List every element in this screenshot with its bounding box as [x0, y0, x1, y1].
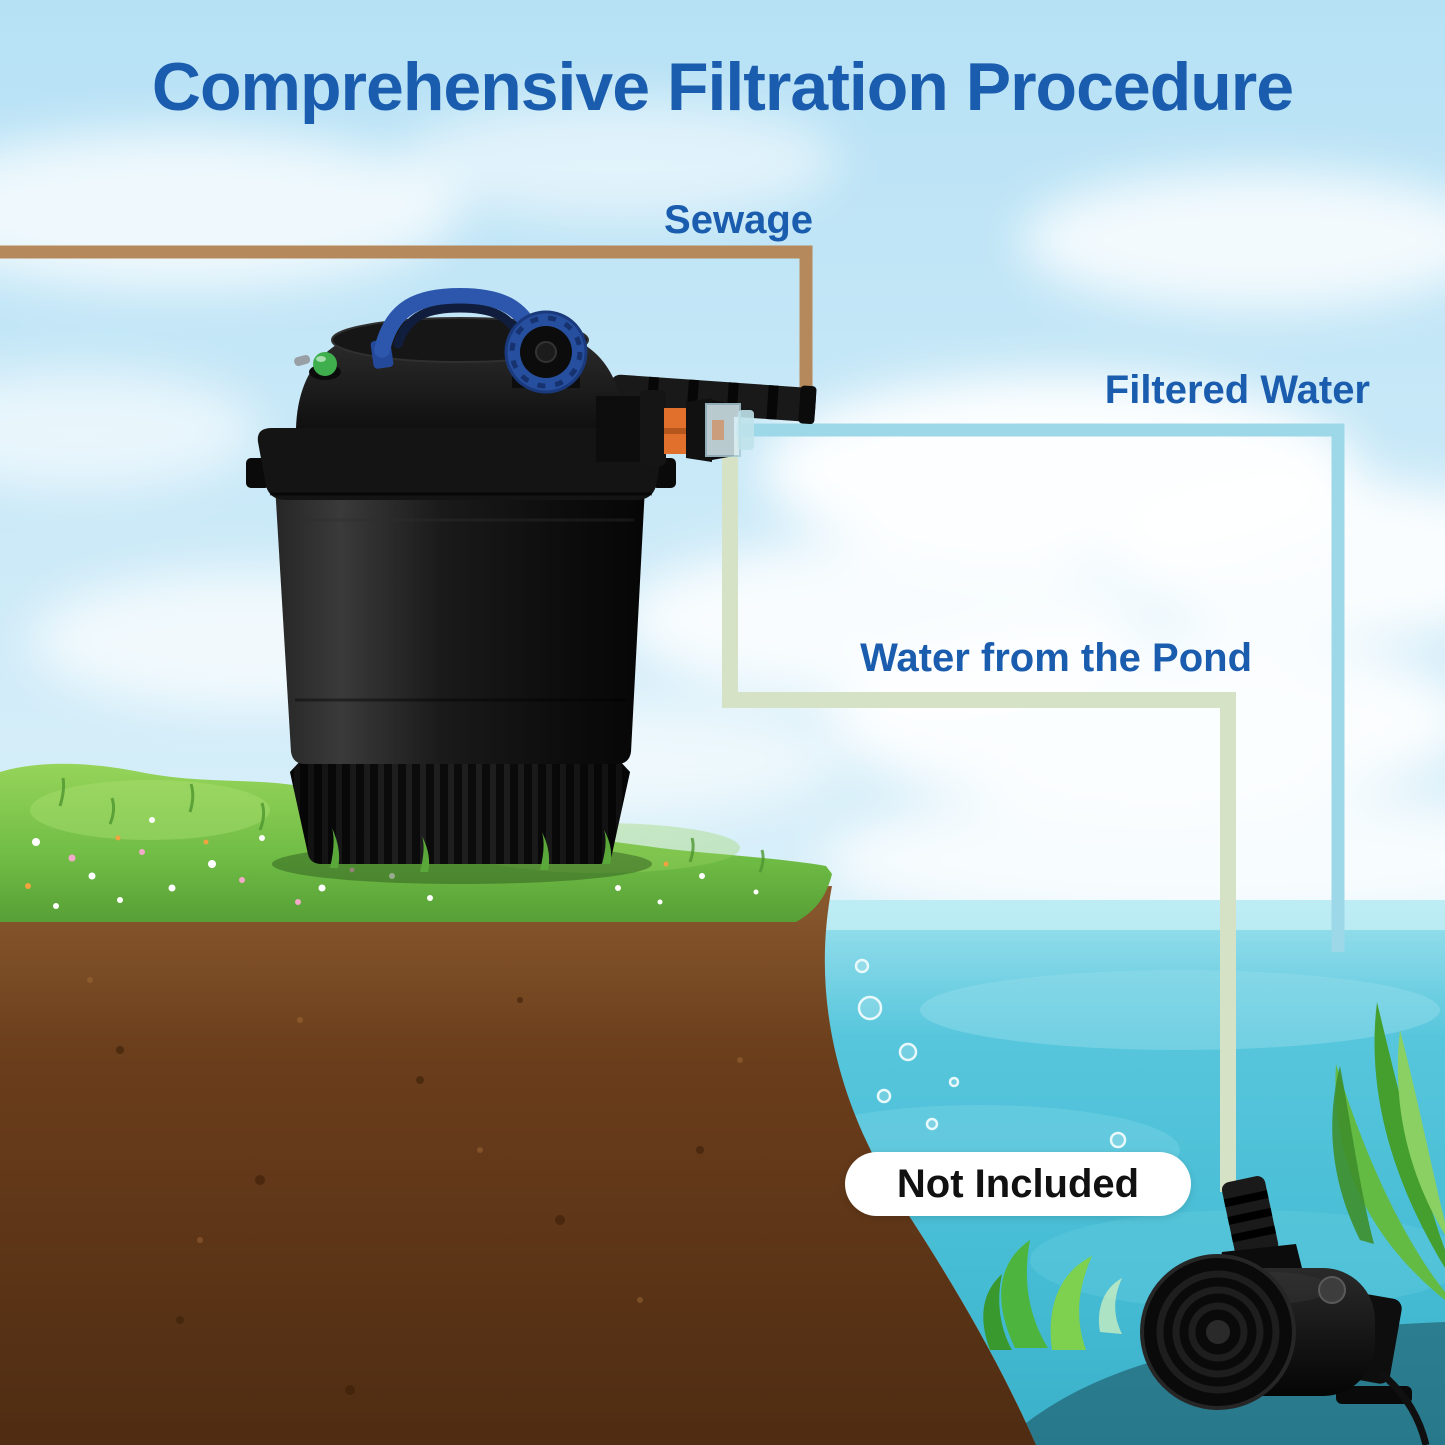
grass-tufts — [330, 828, 612, 872]
pump-cable — [1377, 1369, 1430, 1445]
label-sewage: Sewage — [664, 198, 813, 242]
pond-water-pipe — [722, 438, 1236, 1192]
sewage-pipe — [0, 245, 813, 404]
filtered-water-pipe — [736, 423, 1345, 952]
not-included-badge: Not Included — [845, 1152, 1191, 1216]
pump-face — [1140, 1254, 1296, 1410]
filter-dial — [504, 310, 588, 394]
clouds — [0, 100, 1445, 930]
not-included-text: Not Included — [896, 1161, 1140, 1206]
hose-fittings — [596, 390, 754, 466]
pond-pump — [1140, 1176, 1430, 1445]
label-filtered-water: Filtered Water — [1104, 368, 1370, 412]
pump-outlet — [1221, 1176, 1279, 1259]
page-title: Comprehensive Filtration Procedure — [151, 49, 1294, 125]
aquatic-plants — [983, 1002, 1445, 1350]
soil-bank — [0, 886, 1036, 1445]
filter-indicator — [294, 352, 341, 380]
bubbles — [854, 958, 1127, 1149]
label-water-from-pond: Water from the Pond — [860, 636, 1252, 680]
grass-flowers — [25, 817, 759, 909]
pressure-filter — [246, 287, 817, 884]
